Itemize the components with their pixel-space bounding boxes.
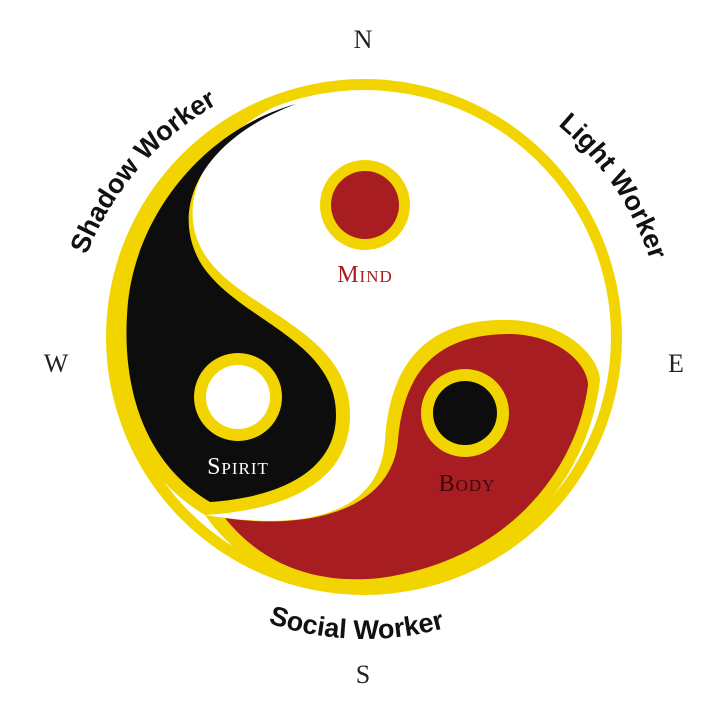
body-label: Body [439,471,496,497]
compass-east: E [668,349,684,378]
social-worker-label: Social Worker [266,600,447,645]
compass-north: N [354,25,373,54]
mind-label: Mind [337,262,393,288]
spirit-lobe-fill [126,104,337,502]
compass-west: W [44,349,69,378]
mind-dot [331,171,399,239]
body-dot [433,381,497,445]
spirit-dot [206,365,270,429]
compass-south: S [356,660,370,689]
spirit-label: Spirit [207,454,269,480]
